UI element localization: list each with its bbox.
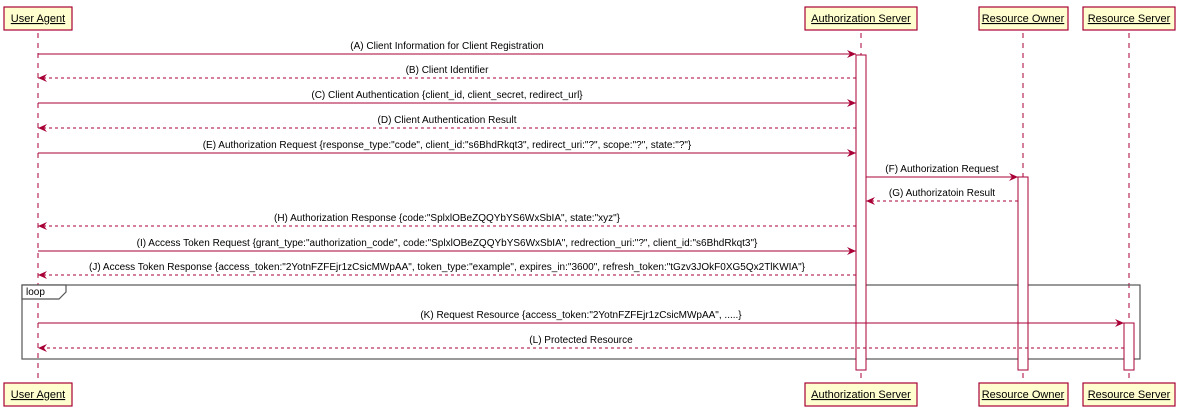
activation-resource-server	[1123, 322, 1135, 371]
message-arrowhead	[847, 99, 856, 107]
participant-resource-owner-top: Resource Owner	[978, 6, 1069, 31]
participant-resource-server-top: Resource Server	[1082, 6, 1176, 31]
loop-frame: loop	[21, 284, 1141, 360]
message-h: (H) Authorization Response {code:"SplxlO…	[38, 213, 856, 230]
message-label: (L) Protected Resource	[529, 335, 633, 346]
message-arrowhead	[1009, 173, 1018, 181]
message-i: (I) Access Token Request {grant_type:"au…	[38, 238, 856, 255]
participant-authorization-server-top: Authorization Server	[804, 6, 918, 31]
message-b: (B) Client Identifier	[38, 65, 856, 82]
loop-label: loop	[26, 287, 45, 298]
participant-user-agent-top: User Agent	[3, 6, 73, 31]
message-j: (J) Access Token Response {access_token:…	[38, 262, 856, 279]
message-g: (G) Authorizatoin Result	[866, 188, 1018, 205]
participant-label: Resource Server	[1088, 13, 1171, 25]
message-label: (C) Client Authentication {client_id, cl…	[311, 90, 583, 101]
message-e: (E) Authorization Request {response_type…	[38, 140, 856, 157]
message-arrowhead	[847, 50, 856, 58]
participant-resource-owner-bottom: Resource Owner	[978, 382, 1069, 407]
message-label: (F) Authorization Request	[885, 164, 999, 175]
message-arrowhead	[847, 149, 856, 157]
message-a: (A) Client Information for Client Regist…	[38, 41, 856, 58]
participant-label: Resource Server	[1088, 389, 1171, 401]
participant-label: Resource Owner	[982, 13, 1065, 25]
message-label: (A) Client Information for Client Regist…	[350, 41, 543, 52]
message-l: (L) Protected Resource	[38, 335, 1124, 352]
message-d: (D) Client Authentication Result	[38, 115, 856, 132]
participant-label: User Agent	[11, 13, 65, 25]
message-label: (G) Authorizatoin Result	[889, 188, 995, 199]
participant-label: Authorization Server	[811, 13, 911, 25]
participant-authorization-server-bottom: Authorization Server	[804, 382, 918, 407]
message-label: (J) Access Token Response {access_token:…	[89, 262, 806, 273]
messages: (A) Client Information for Client Regist…	[38, 41, 1124, 352]
message-label: (E) Authorization Request {response_type…	[203, 140, 692, 151]
message-k: (K) Request Resource {access_token:"2Yot…	[38, 310, 1124, 327]
participant-label: Authorization Server	[811, 389, 911, 401]
message-arrowhead	[847, 247, 856, 255]
message-arrowhead	[38, 124, 47, 132]
participant-label: User Agent	[11, 389, 65, 401]
message-c: (C) Client Authentication {client_id, cl…	[38, 90, 856, 107]
message-f: (F) Authorization Request	[866, 164, 1018, 181]
message-arrowhead	[38, 344, 47, 352]
message-label: (D) Client Authentication Result	[378, 115, 517, 126]
activation-authorization-server	[855, 54, 867, 371]
message-label: (I) Access Token Request {grant_type:"au…	[137, 238, 758, 249]
message-label: (K) Request Resource {access_token:"2Yot…	[420, 310, 742, 321]
activation-resource-owner	[1017, 176, 1029, 371]
message-label: (H) Authorization Response {code:"SplxlO…	[274, 213, 621, 224]
message-arrowhead	[1115, 319, 1124, 327]
message-label: (B) Client Identifier	[406, 65, 489, 76]
message-arrowhead	[866, 197, 875, 205]
message-arrowhead	[38, 271, 47, 279]
message-arrowhead	[38, 222, 47, 230]
participant-resource-server-bottom: Resource Server	[1082, 382, 1176, 407]
message-arrowhead	[38, 74, 47, 82]
participant-user-agent-bottom: User Agent	[3, 382, 73, 407]
participant-label: Resource Owner	[982, 389, 1065, 401]
